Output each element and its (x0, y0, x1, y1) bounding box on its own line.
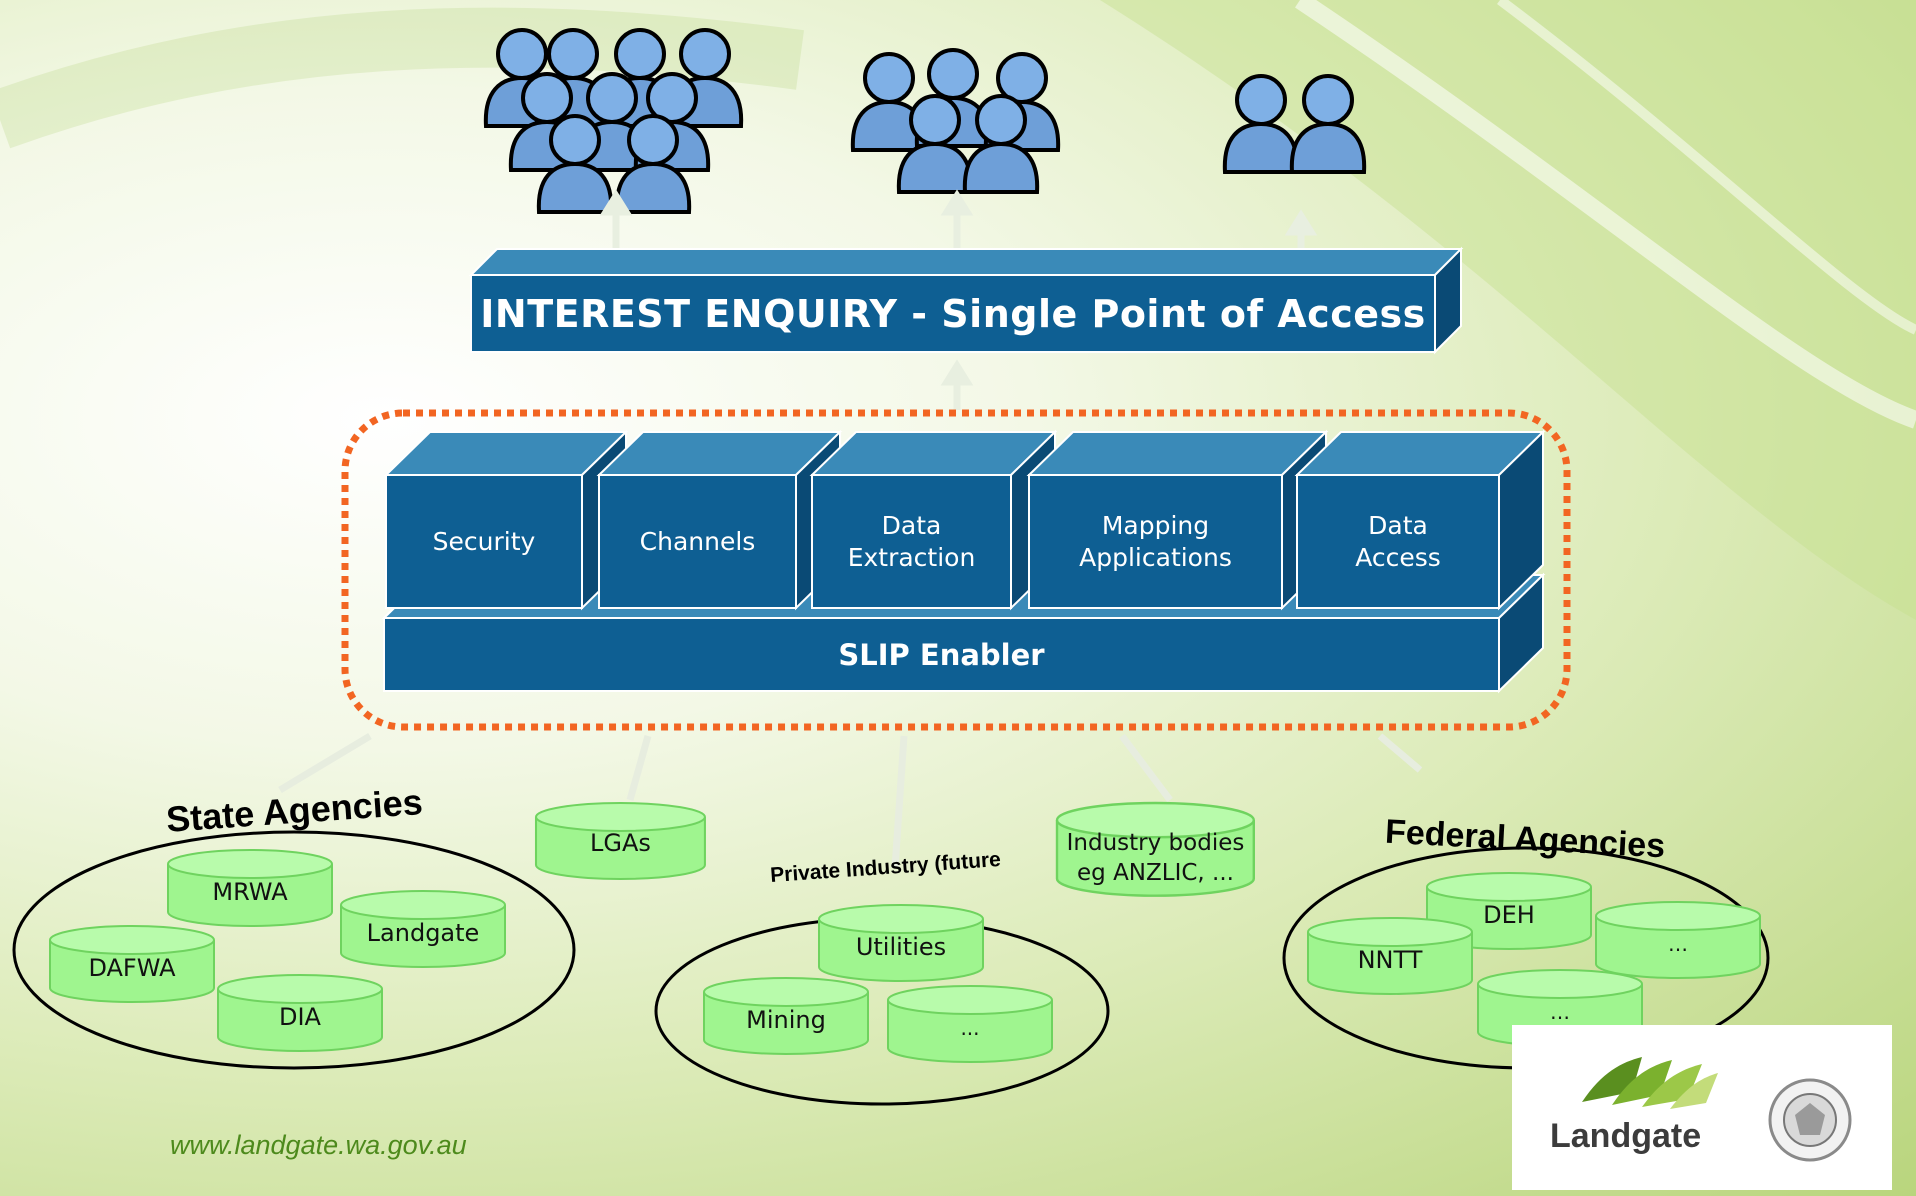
cylinder-lgas: LGAs (590, 829, 651, 857)
cylinder-utilities: Utilities (855, 933, 947, 961)
cylinder-nntt: NNTT (1357, 946, 1423, 974)
state-agencies-ellipse (12, 830, 576, 1070)
module-security: Security (432, 526, 536, 556)
cylinder-federal-more-2: … (1550, 1000, 1570, 1024)
cylinder-deh: DEH (1483, 901, 1535, 929)
landgate-logo-text: Landgate (1550, 1117, 1702, 1155)
landgate-logo-icon (1582, 1057, 1718, 1109)
cylinder-private-more: ... (960, 1016, 980, 1040)
up-arrows (599, 189, 1318, 410)
slip-enabler-label: SLIP Enabler (838, 637, 1045, 672)
cylinder-mining: Mining (746, 1006, 826, 1034)
logo-panel: Landgate (1512, 1025, 1892, 1190)
government-of-western-australia-seal-icon (1768, 1078, 1852, 1162)
module-channels: Channels (639, 526, 756, 556)
cylinder-federal-more-1: … (1668, 932, 1688, 956)
access-bar-label: INTEREST ENQUIRY - Single Point of Acces… (480, 291, 1426, 336)
cylinder-industry-bodies: Industry bodies eg ANZLIC, ... (1066, 830, 1245, 886)
website-link[interactable]: www.landgate.wa.gov.au (170, 1130, 467, 1160)
cylinder-landgate: Landgate (366, 919, 480, 947)
cylinder-dia: DIA (279, 1003, 321, 1031)
module-data-extraction: Data Extraction (847, 510, 976, 572)
module-data-access: Data Access (1355, 510, 1441, 572)
module-mapping-applications: Mapping Applications (1079, 510, 1232, 572)
cylinder-dafwa: DAFWA (88, 954, 176, 982)
cylinder-mrwa: MRWA (212, 878, 288, 906)
connector-lines (278, 732, 1423, 869)
